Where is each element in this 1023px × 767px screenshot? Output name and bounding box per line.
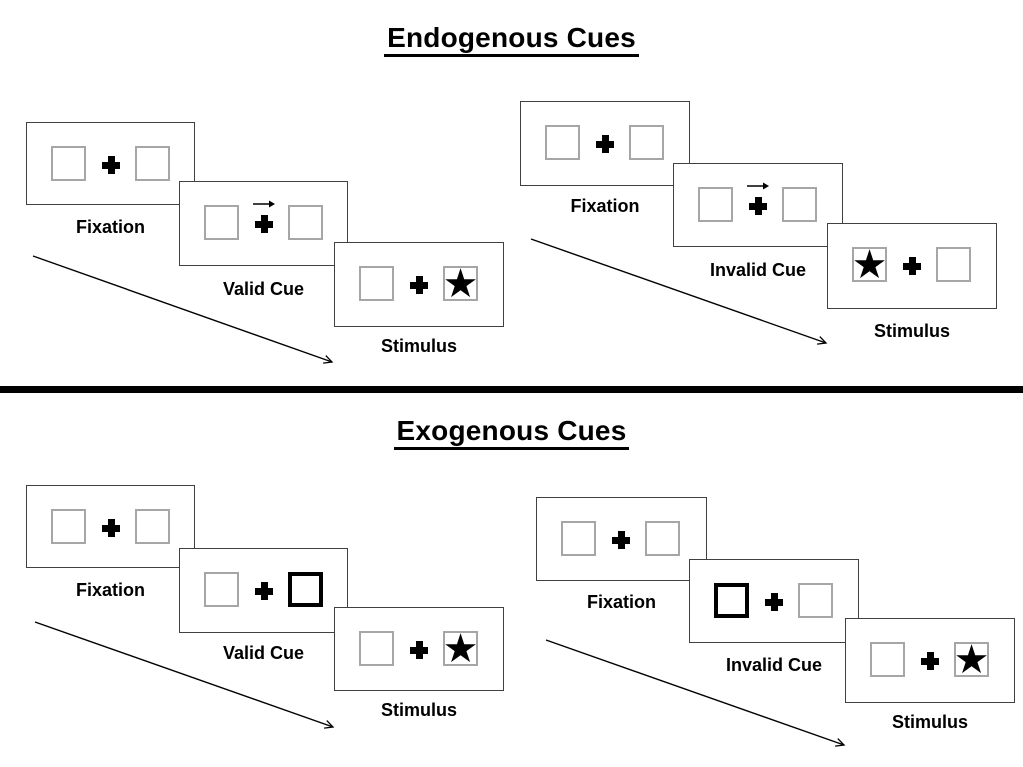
left-box	[698, 187, 733, 222]
left-box	[545, 125, 580, 160]
left-box-cue-highlight	[714, 583, 749, 618]
fixation-cross-icon	[102, 519, 120, 537]
cue-arrow-right-icon	[747, 182, 769, 190]
stimulus-card: ★	[334, 242, 504, 327]
step-label: Stimulus	[380, 336, 457, 356]
fixation-cross-icon	[903, 257, 921, 275]
left-box	[870, 642, 905, 677]
timeline-arrow-exogenous-invalid	[545, 639, 846, 747]
stimulus-card: ★	[827, 223, 997, 309]
fixation-cross-icon	[410, 276, 428, 294]
step-label: Valid Cue	[222, 643, 305, 663]
left-box	[204, 572, 239, 607]
left-box	[204, 205, 239, 240]
fixation-cross-icon	[255, 215, 273, 233]
left-box-with-target: ★	[851, 242, 888, 287]
step-label: Fixation	[586, 592, 656, 612]
step-label: Stimulus	[873, 321, 950, 341]
left-box	[359, 266, 394, 301]
right-box	[936, 247, 971, 282]
timeline-arrow-endogenous-invalid	[530, 238, 828, 345]
fixation-cross-icon	[921, 652, 939, 670]
right-box-with-target: ★	[442, 626, 479, 671]
timeline-arrow-endogenous-valid	[32, 255, 334, 364]
right-box	[645, 521, 680, 556]
cue-card	[689, 559, 859, 643]
section-title-exogenous-text: Exogenous Cues	[393, 415, 630, 450]
step-label: Stimulus	[380, 700, 457, 720]
left-box	[359, 631, 394, 666]
right-box	[629, 125, 664, 160]
right-box	[135, 509, 170, 544]
right-box	[288, 205, 323, 240]
fixation-cross-icon	[612, 531, 630, 549]
step-label: Fixation	[570, 196, 640, 216]
step-label: Stimulus	[891, 712, 968, 732]
fixation-cross-icon	[765, 593, 783, 611]
step-label: Fixation	[75, 580, 145, 600]
fixation-cross-icon	[596, 135, 614, 153]
section-title-exogenous: Exogenous Cues	[0, 415, 1023, 450]
fixation-card	[26, 485, 195, 568]
star-target-icon: ★	[442, 626, 479, 671]
stimulus-card: ★	[845, 618, 1015, 703]
fixation-cross-icon	[749, 197, 767, 215]
star-target-icon: ★	[442, 261, 479, 306]
fixation-card	[536, 497, 707, 581]
fixation-card	[520, 101, 690, 186]
right-box	[135, 146, 170, 181]
fixation-cross-icon	[410, 641, 428, 659]
right-box-with-target: ★	[442, 261, 479, 306]
fixation-cross-icon	[102, 156, 120, 174]
left-box	[51, 146, 86, 181]
stimulus-card: ★	[334, 607, 504, 691]
section-title-endogenous-text: Endogenous Cues	[384, 22, 639, 57]
step-label: Fixation	[75, 217, 145, 237]
fixation-card	[26, 122, 195, 205]
cue-card	[179, 548, 348, 633]
step-label: Invalid Cue	[709, 260, 807, 280]
star-target-icon: ★	[851, 242, 888, 287]
cue-card	[179, 181, 348, 266]
left-box	[51, 509, 86, 544]
step-label: Valid Cue	[222, 279, 305, 299]
step-label: Invalid Cue	[725, 655, 823, 675]
star-target-icon: ★	[953, 637, 990, 682]
timeline-arrow-exogenous-valid	[34, 621, 335, 729]
fixation-cross-icon	[255, 582, 273, 600]
section-title-endogenous: Endogenous Cues	[0, 22, 1023, 57]
section-divider	[0, 386, 1023, 393]
right-box-cue-highlight	[288, 572, 323, 607]
right-box	[798, 583, 833, 618]
left-box	[561, 521, 596, 556]
cue-arrow-right-icon	[253, 200, 275, 208]
cue-card	[673, 163, 843, 247]
right-box-with-target: ★	[953, 637, 990, 682]
right-box	[782, 187, 817, 222]
